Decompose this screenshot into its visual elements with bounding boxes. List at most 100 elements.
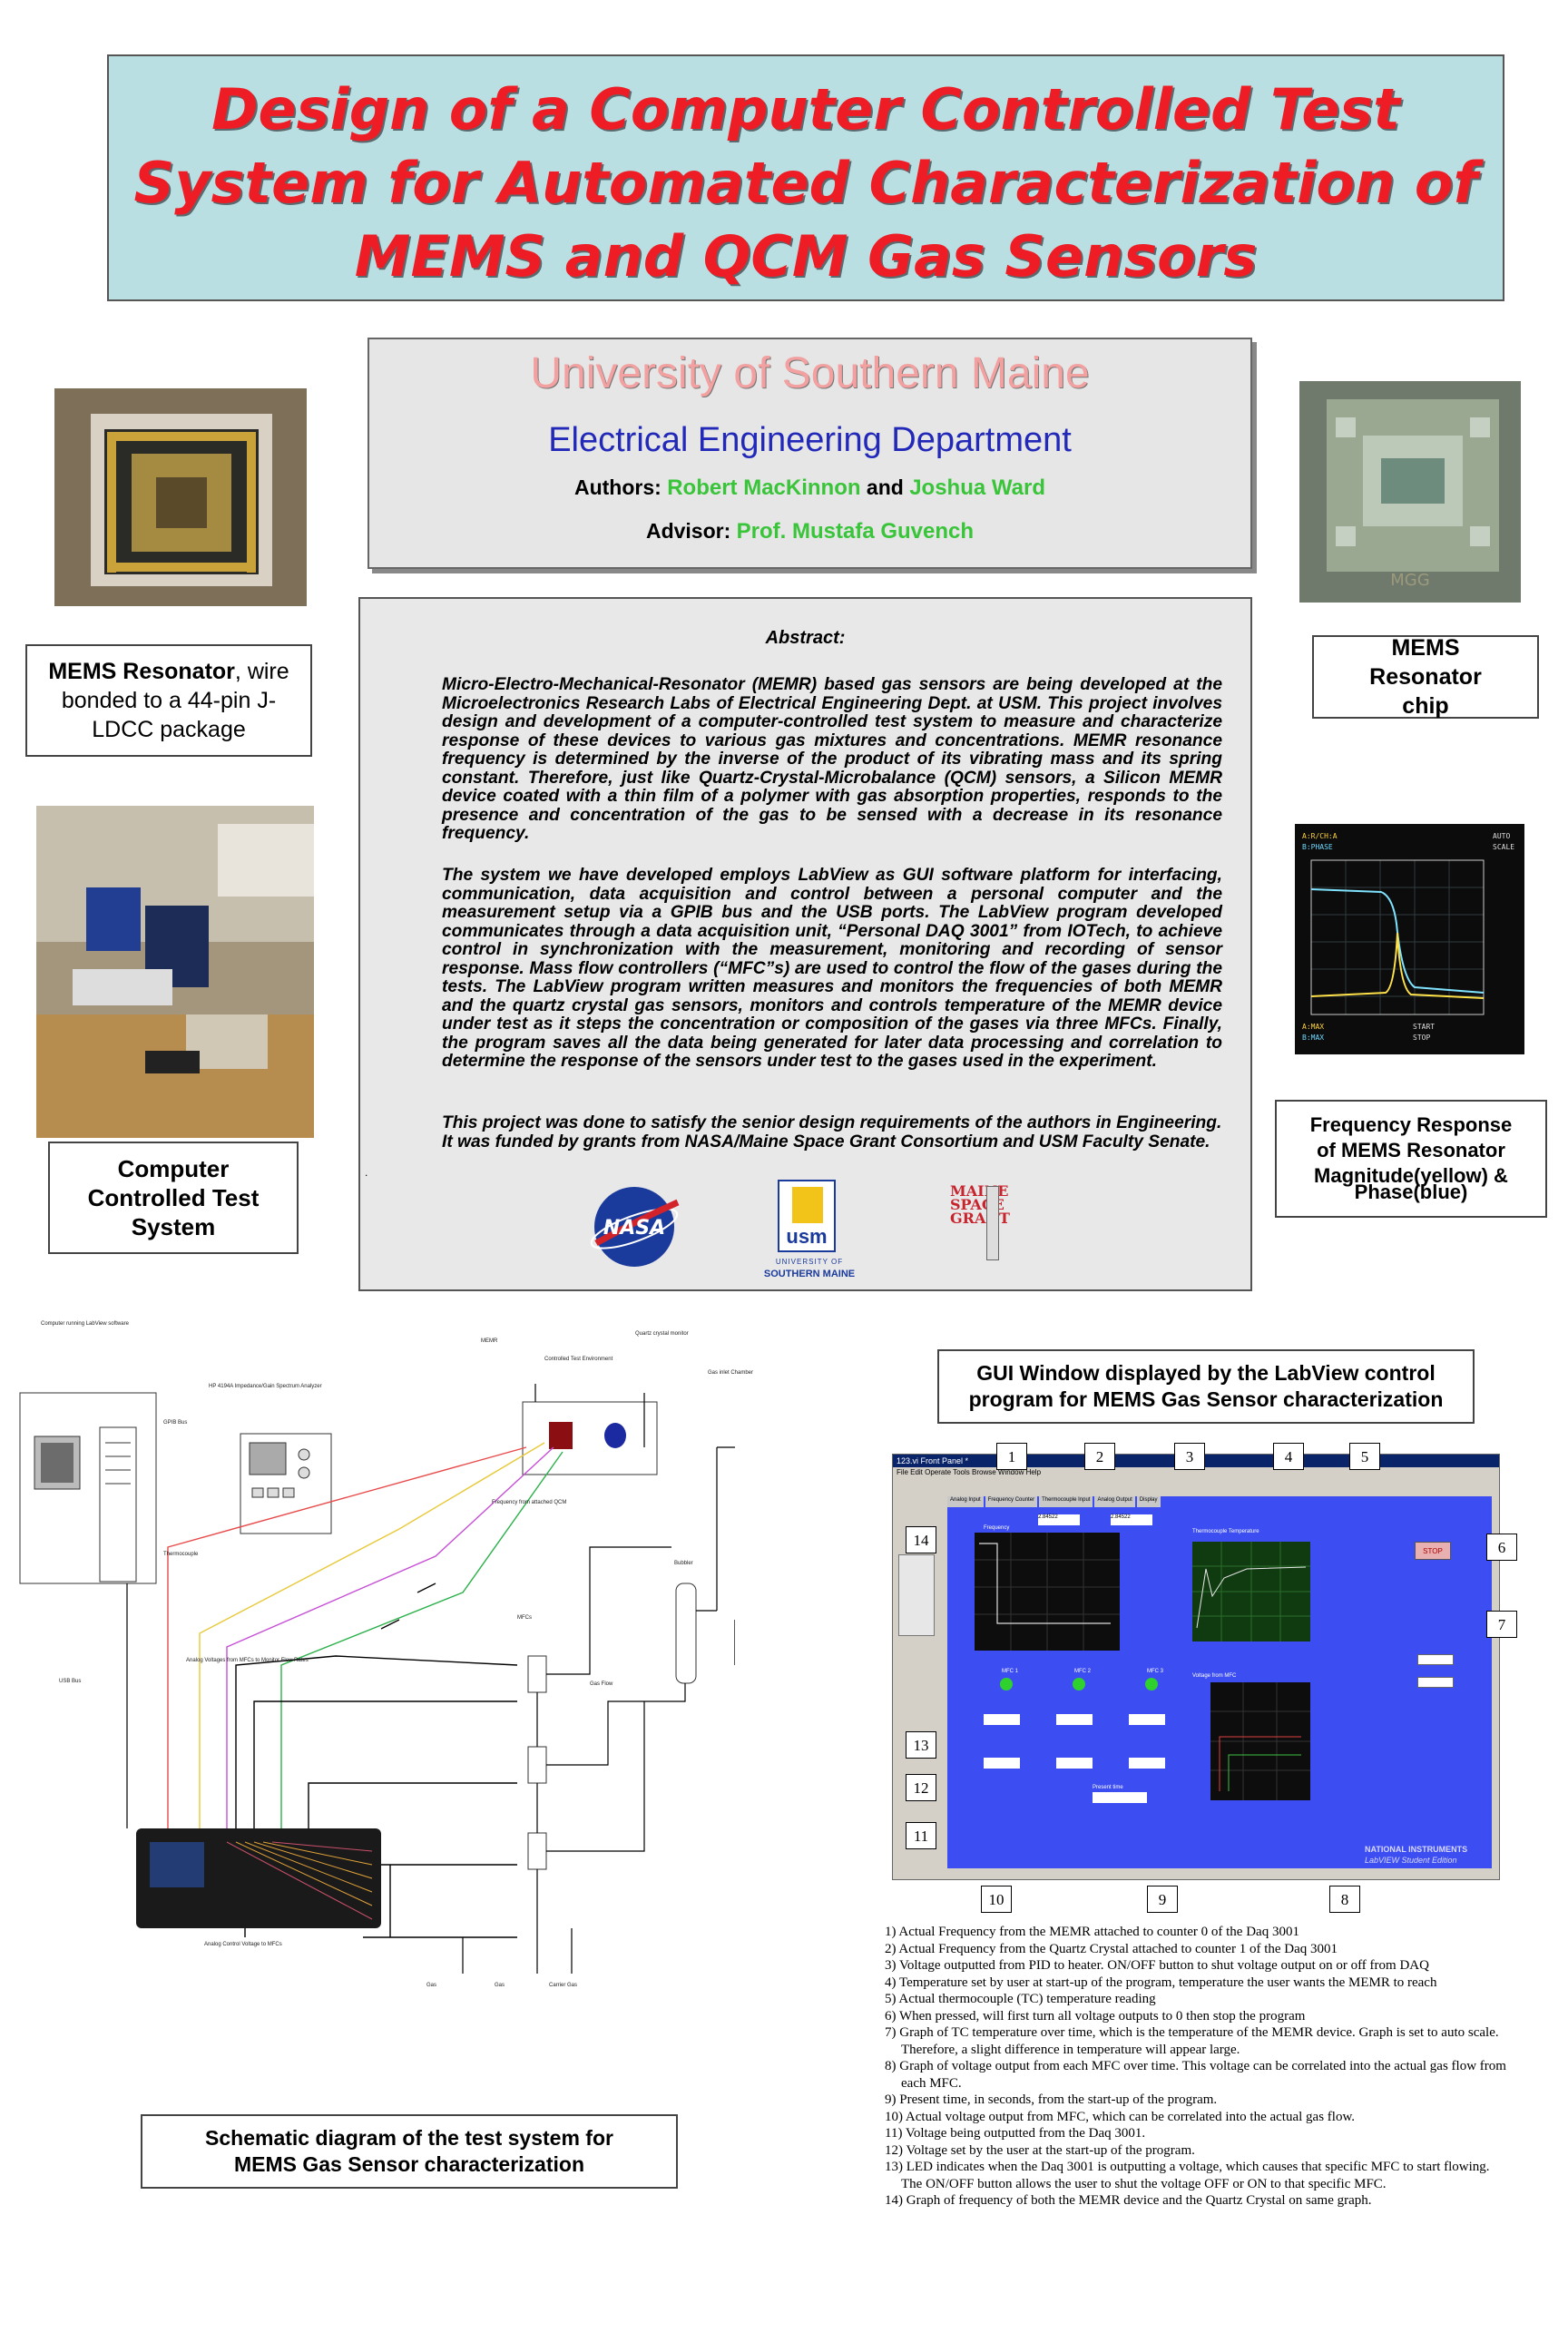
schem-label-hp: HP 4194A Impedance/Gain Spectrum Analyze…: [209, 1384, 322, 1389]
computer-system-caption: Computer Controlled Test System: [48, 1142, 299, 1254]
mfc-1-setpoint-field[interactable]: [984, 1714, 1020, 1725]
labview-menubar: File Edit Operate Tools Browse Window He…: [897, 1468, 1042, 1476]
callout-7: 7: [1486, 1611, 1517, 1638]
labview-gui-window: 123.vi Front Panel * File Edit Operate T…: [887, 1443, 1521, 1915]
schem-label-analog-in: Analog Voltages from MFCs to Monitor Flo…: [186, 1658, 309, 1663]
labview-panel: Analog Input Frequency Counter Thermocou…: [947, 1496, 1492, 1868]
mfc-3-setpoint-field[interactable]: [1129, 1714, 1165, 1725]
mfc-3-label: MFC 3: [1147, 1669, 1163, 1674]
callout-14: 14: [906, 1526, 936, 1553]
freq-caption-3: Magnitude(yellow) &: [1314, 1164, 1508, 1187]
tab-analog-output[interactable]: Analog Output: [1094, 1496, 1135, 1507]
legend-item: 13) LED indicates when the Daq 3001 is o…: [885, 2160, 1490, 2174]
chip-label: MGG: [1390, 571, 1429, 590]
tools-palette[interactable]: [898, 1554, 935, 1636]
caption-computer-system: Computer Controlled Test System: [87, 1155, 260, 1240]
osc-bl1: A:MAX: [1302, 1023, 1324, 1031]
abstract-funding: This project was done to satisfy the sen…: [442, 1113, 1222, 1152]
present-time-label: Present time: [1093, 1785, 1123, 1790]
schem-label-qcm: Quartz crystal monitor: [635, 1331, 689, 1337]
present-time-field: [1093, 1792, 1147, 1803]
callout-12: 12: [906, 1774, 936, 1801]
advisor-line: Advisor: Prof. Mustafa Guvench: [369, 519, 1250, 544]
legend-item: 6) When pressed, will first turn all vol…: [885, 2008, 1306, 2024]
memr-frequency-value: 2.84522: [1038, 1514, 1080, 1525]
caption-mems-rest: , wire bonded to a 44-pin J-LDCC package: [61, 659, 289, 742]
schematic-diagram: Computer running LabView software HP 419…: [9, 1320, 753, 2010]
legend-item: 1) Actual Frequency from the MEMR attach…: [885, 1925, 1299, 1939]
legend-item: 4) Temperature set by user at start-up o…: [885, 1975, 1437, 1990]
abstract-panel: Abstract: Micro-Electro-Mechanical-Reson…: [358, 597, 1252, 1291]
gui-legend-list: 1) Actual Frequency from the MEMR attach…: [885, 1924, 1536, 2210]
mems-package-photo: [54, 388, 307, 606]
callout-9: 9: [1147, 1886, 1178, 1913]
schematic-caption: Schematic diagram of the test system for…: [141, 2114, 678, 2189]
callout-13: 13: [906, 1731, 936, 1759]
temperature-setpoint-field[interactable]: [1417, 1677, 1454, 1688]
test-system-photo: [36, 806, 314, 1138]
funding-line-2: It was funded by grants from NASA/Maine …: [442, 1132, 1210, 1152]
frequency-graph-label: Frequency: [984, 1525, 1010, 1531]
maine-space-grant-logo: MAINE SPACE GRANT: [950, 1184, 1023, 1266]
callout-4: 4: [1273, 1443, 1304, 1470]
abstract-heading: Abstract:: [765, 628, 846, 648]
mfc-2-label: MFC 2: [1074, 1669, 1091, 1674]
labview-tabs: Analog Input Frequency Counter Thermocou…: [947, 1496, 1220, 1507]
caption-schematic: Schematic diagram of the test system for…: [205, 2126, 613, 2176]
labview-frame: 123.vi Front Panel * File Edit Operate T…: [892, 1454, 1500, 1880]
legend-item: Therefore, a slight difference in temper…: [901, 2042, 1240, 2057]
legend-item: 11) Voltage being outputted from the Daq…: [885, 2126, 1146, 2141]
mems-resonator-caption: MEMS Resonator, wire bonded to a 44-pin …: [25, 644, 312, 757]
schem-label-usb: USB Bus: [59, 1679, 82, 1684]
mfc-2-output-field: [1056, 1758, 1093, 1769]
labview-logo-text: LabVIEW Student Edition: [1365, 1856, 1457, 1865]
nasa-logo-text: NASA: [603, 1217, 665, 1240]
department-name: Electrical Engineering Department: [548, 421, 1072, 459]
caption-mems-chip: MEMS Resonator chip: [1369, 635, 1482, 719]
poster-title: Design of a Computer Controlled Test Sys…: [109, 73, 1503, 293]
schem-label-carrier: Carrier Gas: [549, 1983, 578, 1988]
university-header: University of Southern Maine Electrical …: [368, 338, 1252, 569]
schem-label-chamber: Controlled Test Environment: [544, 1357, 613, 1362]
authors-line: Authors: Robert MacKinnon and Joshua War…: [369, 475, 1250, 501]
title-banner: Design of a Computer Controlled Test Sys…: [107, 54, 1504, 301]
callout-10: 10: [981, 1886, 1012, 1913]
legend-item: 12) Voltage set by the user at the start…: [885, 2142, 1195, 2158]
mems-chip-caption: MEMS Resonator chip: [1312, 635, 1539, 719]
legend-item: each MFC.: [901, 2075, 962, 2091]
mfc-1-label: MFC 1: [1002, 1669, 1018, 1674]
title-line-2: System for Automated Characterization of: [133, 150, 1478, 216]
funding-line-1: This project was done to satisfy the sen…: [442, 1113, 1222, 1132]
ni-logo-text: NATIONAL INSTRUMENTS: [1365, 1845, 1468, 1854]
callout-8: 8: [1329, 1886, 1360, 1913]
tab-thermocouple-input[interactable]: Thermocouple Input: [1039, 1496, 1093, 1507]
legend-item: The ON/OFF button allows the user to shu…: [901, 2176, 1387, 2191]
mfc-2-led[interactable]: [1073, 1678, 1085, 1690]
stop-button[interactable]: STOP: [1415, 1542, 1451, 1560]
schem-label-thermo: Thermocouple: [163, 1552, 199, 1557]
usm-logo-text: usm: [786, 1225, 828, 1248]
legend-item: 10) Actual voltage output from MFC, whic…: [885, 2109, 1356, 2124]
schem-label-gas-inlet: Gas inlet Chamber: [708, 1370, 754, 1376]
tab-analog-input[interactable]: Analog Input: [947, 1496, 984, 1507]
voltage-graph-label: Voltage from MFC: [1192, 1673, 1237, 1679]
mfc-1-led[interactable]: [1000, 1678, 1013, 1690]
osc-tl2: B:PHASE: [1302, 843, 1333, 851]
schem-label-gas-2: Gas: [495, 1983, 505, 1988]
author-1: Robert MacKinnon: [667, 475, 861, 500]
caption-gui: GUI Window displayed by the LabView cont…: [968, 1361, 1444, 1411]
schem-label-mems: MEMR: [481, 1338, 498, 1344]
osc-bl2: B:MAX: [1302, 1034, 1324, 1042]
university-name: University of Southern Maine: [530, 349, 1090, 397]
tab-frequency-counter[interactable]: Frequency Counter: [985, 1496, 1038, 1507]
tab-display[interactable]: Display: [1136, 1496, 1161, 1507]
nasa-logo: NASA: [590, 1187, 680, 1267]
qcm-frequency-value: 2.84522: [1111, 1514, 1152, 1525]
temperature-graph-label: Thermocouple Temperature: [1192, 1529, 1259, 1534]
mfc-voltage-graph: [1210, 1682, 1310, 1800]
mfc-2-setpoint-field[interactable]: [1056, 1714, 1093, 1725]
caption-mems-bold: MEMS Resonator: [48, 659, 235, 684]
mfc-3-led[interactable]: [1145, 1678, 1158, 1690]
temperature-graph: [1192, 1542, 1310, 1642]
schem-label-analog-out: Analog Control Voltage to MFCs: [204, 1942, 282, 1947]
